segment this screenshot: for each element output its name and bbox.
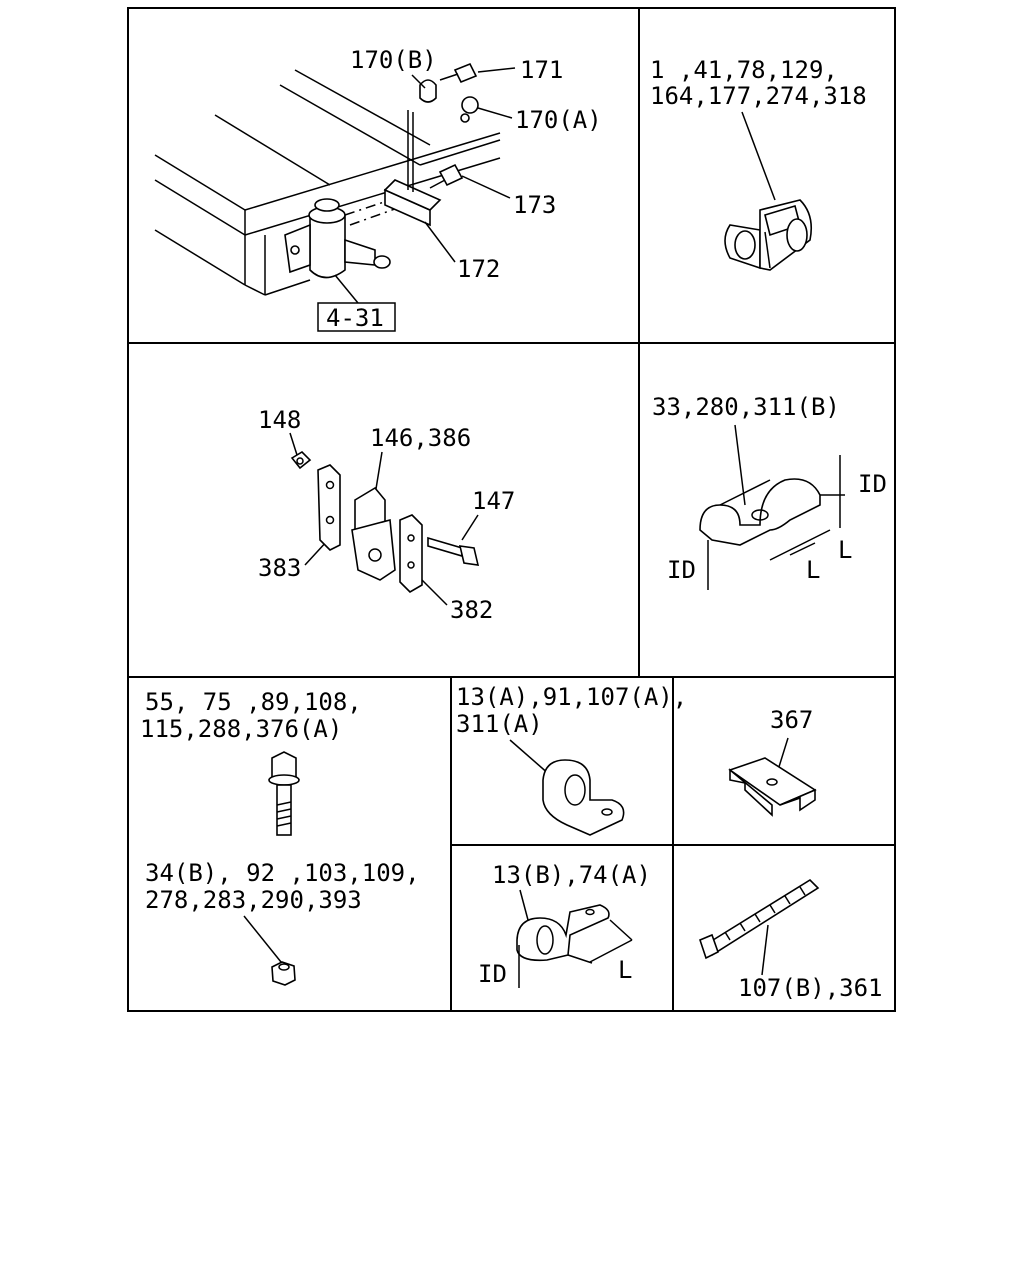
twin-clamp-dim-id-right: ID: [858, 470, 887, 498]
cable-tie-leader: [761, 924, 769, 976]
leaders-panel-1: [334, 67, 516, 304]
panel-single-clip-a: 13(A),91,107(A), 311(A): [456, 683, 687, 836]
nut-leader: [243, 915, 282, 963]
reference-box: [317, 302, 396, 332]
steering-box-illustration: [284, 189, 421, 279]
fasteners-illustration: [419, 62, 479, 189]
bracket-172-illustration: [383, 110, 442, 227]
plate-clip-illustration: [728, 757, 817, 817]
panel-cable-tie: 107(B),361: [699, 878, 883, 1002]
double-clip-label-line1: 1 ,41,78,129,: [650, 56, 838, 84]
double-clip-illustration: [724, 199, 813, 271]
single-clip-a-label-line2: 311(A): [456, 710, 543, 738]
panel-steering-assembly: 170(B) 171 170(A) 173 172 4-31: [154, 46, 602, 332]
double-clip-leader: [741, 111, 776, 201]
panel-bolt-nut: 55, 75 ,89,108, 115,288,376(A) 34(B), 92…: [140, 688, 420, 986]
panel-double-clip: 1 ,41,78,129, 164,177,274,318: [650, 56, 867, 271]
bolt-label-line2: 115,288,376(A): [140, 715, 342, 743]
single-clip-b-dim-l: L: [618, 956, 632, 984]
twin-clamp-dim-id-left: ID: [667, 556, 696, 584]
plate-clip-leader: [777, 737, 789, 771]
twin-clamp-dimensions: [707, 455, 845, 590]
double-clip-label-line2: 164,177,274,318: [650, 82, 867, 110]
single-clip-b-label: 13(B),74(A): [492, 861, 651, 889]
twin-clamp-dim-l-right: L: [838, 536, 852, 564]
callout-171: 171: [520, 56, 563, 84]
callout-170a: 170(A): [515, 106, 602, 134]
single-clip-b-illustration: [516, 904, 610, 962]
callout-170b: 170(B): [350, 46, 437, 74]
single-clip-a-illustration: [542, 759, 625, 836]
cable-tie-label: 107(B),361: [738, 974, 883, 1002]
twin-clamp-leader: [734, 424, 746, 506]
nut-label-line2: 278,283,290,393: [145, 886, 362, 914]
callout-147: 147: [472, 487, 515, 515]
panel-bracket-exploded: 148 146,386 147 383 382: [258, 406, 515, 624]
grid-frame: [127, 7, 896, 1012]
callout-172: 172: [457, 255, 500, 283]
callout-383: 383: [258, 554, 301, 582]
nut-illustration: [271, 961, 296, 986]
bolt-label-line1: 55, 75 ,89,108,: [145, 688, 362, 716]
twin-clamp-label: 33,280,311(B): [652, 393, 840, 421]
callout-173: 173: [513, 191, 556, 219]
callout-148: 148: [258, 406, 301, 434]
single-clip-b-leader: [519, 889, 529, 921]
cable-tie-illustration: [699, 878, 820, 960]
twin-clamp-dim-l-left: L: [806, 556, 820, 584]
panel-plate-clip: 367: [728, 706, 817, 817]
bracket-parts-illustration: [290, 450, 480, 594]
single-clip-a-label-line1: 13(A),91,107(A),: [456, 683, 687, 711]
callout-ref-4-31: 4-31: [326, 304, 384, 332]
single-clip-b-dim-id: ID: [478, 960, 507, 988]
panel-single-clip-b: 13(B),74(A) ID L: [478, 861, 651, 988]
twin-clamp-illustration: [699, 478, 821, 546]
bolt-illustration: [268, 751, 300, 836]
plate-clip-label: 367: [770, 706, 813, 734]
single-clip-a-leader: [509, 739, 551, 776]
callout-146-386: 146,386: [370, 424, 471, 452]
nut-label-line1: 34(B), 92 ,103,109,: [145, 859, 420, 887]
single-clip-b-dimensions: [518, 919, 633, 988]
callout-382: 382: [450, 596, 493, 624]
panel-twin-clamp: 33,280,311(B) ID L L ID: [652, 393, 887, 590]
